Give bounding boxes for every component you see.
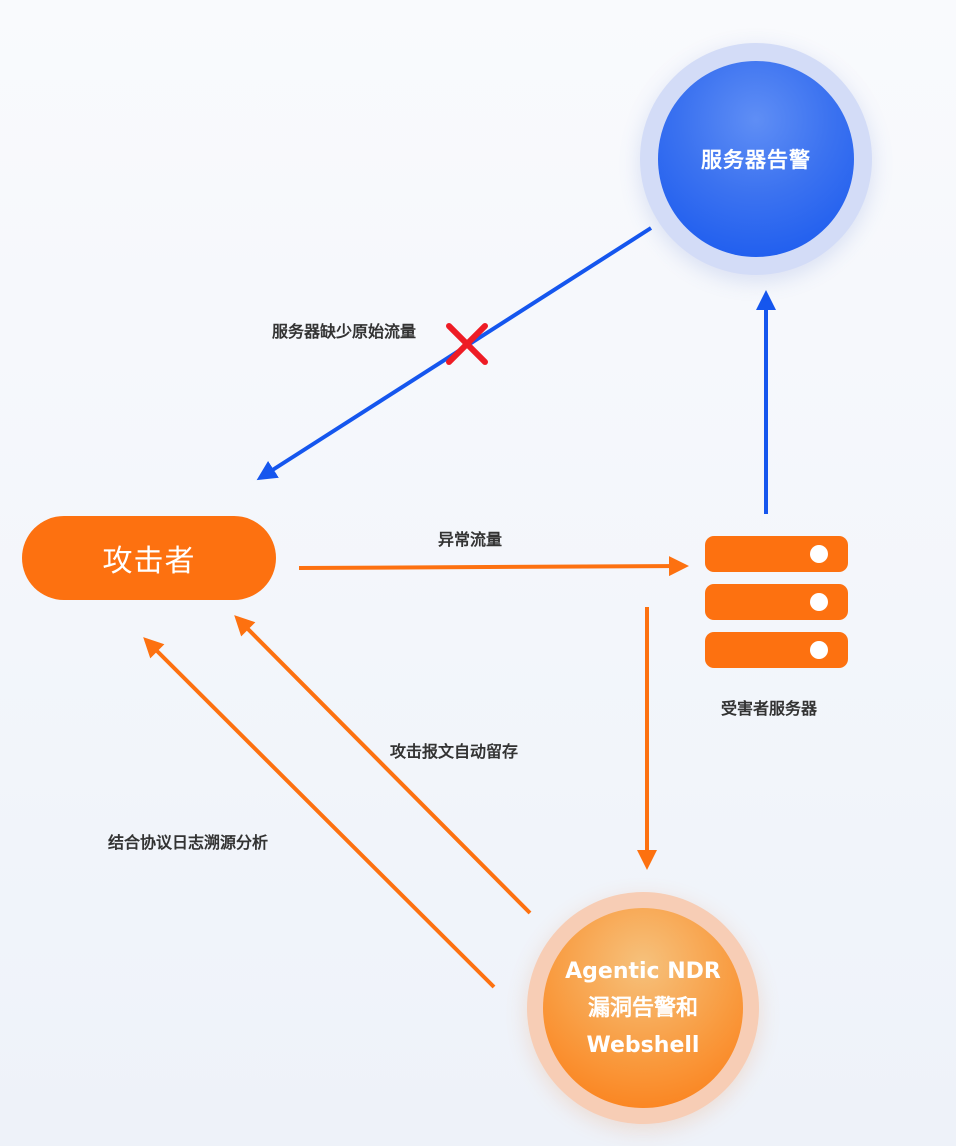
abnormal-traffic-arrow: [298, 556, 689, 577]
server-rack-unit: [705, 536, 848, 572]
ndr-label-line-2: 漏洞告警和: [587, 995, 698, 1021]
blocked-cross-icon: [446, 323, 488, 365]
server-rack-unit: [705, 632, 848, 668]
ndr-node: Agentic NDR 漏洞告警和 Webshell: [527, 892, 759, 1124]
missing-traffic-label: 服务器缺少原始流量: [272, 322, 417, 341]
server-alert-circle: 服务器告警: [658, 61, 854, 257]
victim-server-label: 受害者服务器: [721, 699, 818, 718]
server-led-icon: [810, 593, 828, 611]
server-rack-unit: [705, 584, 848, 620]
attacker-label: 攻击者: [102, 544, 196, 579]
trace-analysis-label: 结合协议日志溯源分析: [108, 833, 269, 852]
attacker-node: 攻击者: [22, 516, 276, 600]
ndr-label-line-1: Agentic NDR: [565, 958, 721, 984]
trace-analysis-arrow: [143, 637, 496, 989]
auto-retain-label: 攻击报文自动留存: [390, 742, 519, 761]
server-alert-label: 服务器告警: [701, 148, 811, 172]
ndr-circle: Agentic NDR 漏洞告警和 Webshell: [543, 908, 743, 1108]
ndr-label-line-3: Webshell: [586, 1032, 700, 1058]
victim-server-icon: [705, 536, 848, 670]
server-alert-node: 服务器告警: [640, 43, 872, 275]
server-led-icon: [810, 641, 828, 659]
auto-retain-arrow: [234, 615, 532, 915]
server-led-icon: [810, 545, 828, 563]
abnormal-traffic-label: 异常流量: [438, 530, 503, 549]
